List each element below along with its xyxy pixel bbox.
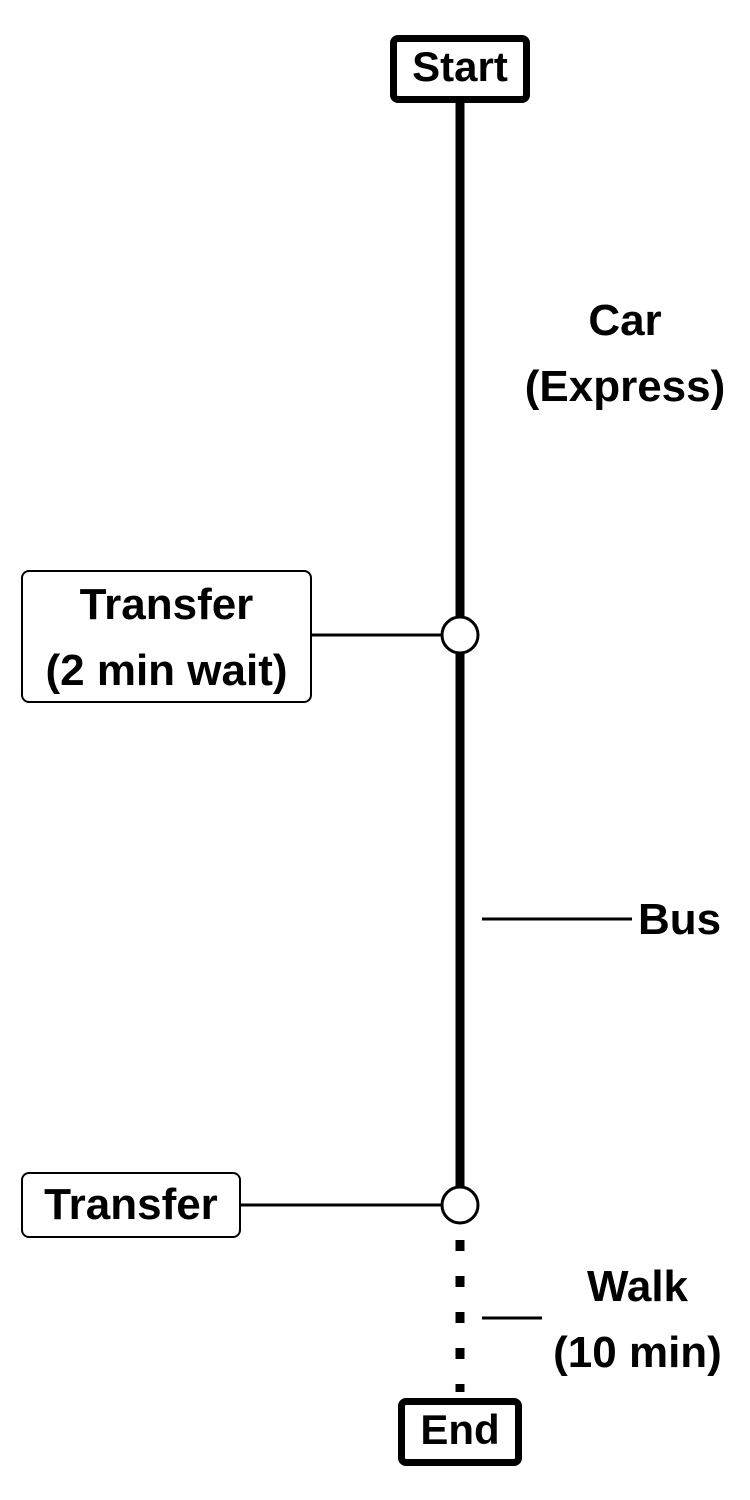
transfer1-label-line1: Transfer [79, 580, 254, 629]
end-node: End [398, 1398, 522, 1466]
car-label-line2: (Express) [524, 362, 726, 411]
start-node: Start [390, 35, 530, 103]
transfer1-box: Transfer (2 min wait) [21, 570, 312, 703]
transfer2-box: Transfer [21, 1172, 241, 1238]
walk-segment-label: Walk (10 min) [540, 1254, 735, 1386]
bus-segment-label: Bus [638, 895, 722, 944]
transfer1-label-line2: (2 min wait) [45, 646, 288, 695]
transfer1-node [440, 615, 480, 655]
transfer2-label: Transfer [44, 1180, 218, 1229]
start-label: Start [412, 43, 508, 90]
car-segment-label: Car (Express) [505, 288, 745, 420]
transfer2-node [440, 1185, 480, 1225]
walk-label-line1: Walk [586, 1262, 689, 1311]
end-label: End [420, 1406, 500, 1453]
car-label-line1: Car [588, 296, 662, 345]
walk-label-line2: (10 min) [553, 1328, 722, 1377]
